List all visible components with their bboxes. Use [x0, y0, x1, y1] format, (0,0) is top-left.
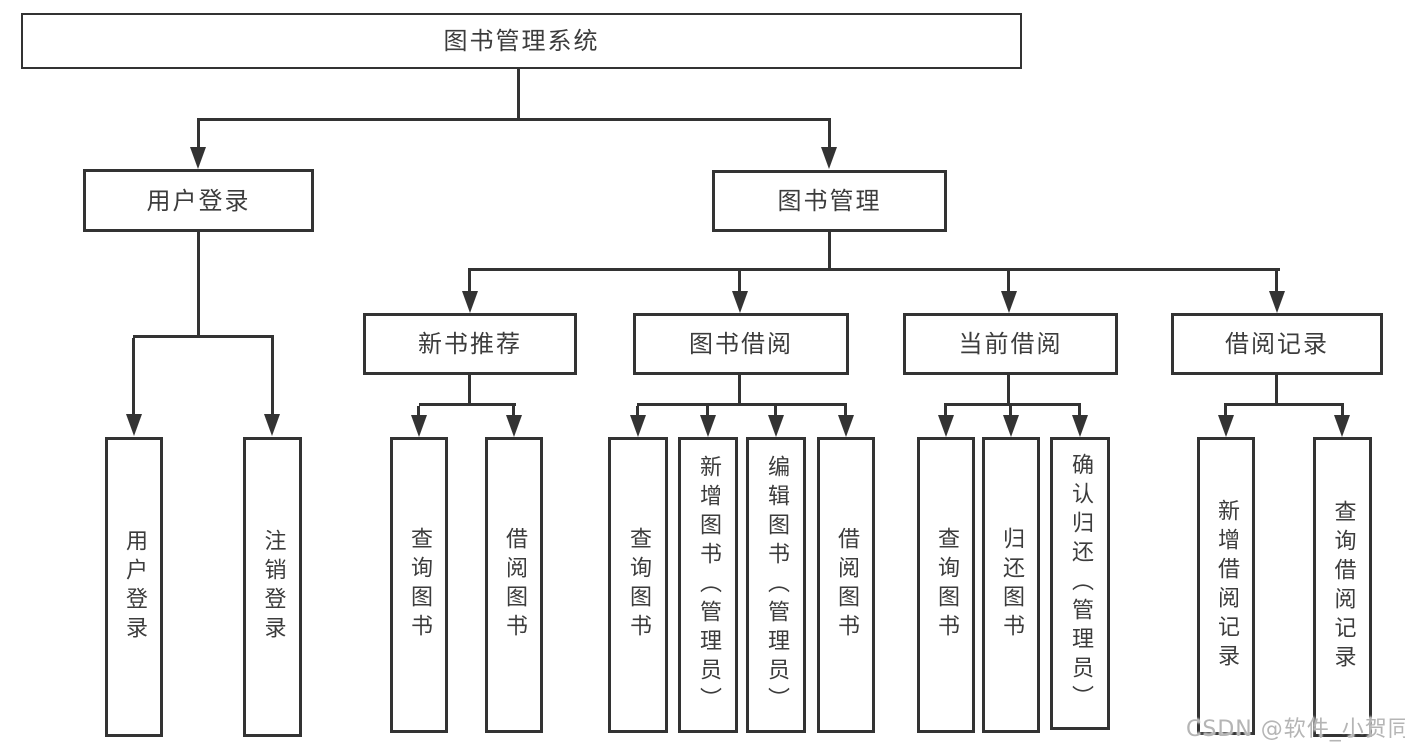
connector-line [1275, 271, 1278, 292]
node-borrow-records: 借阅记录 [1171, 313, 1383, 375]
arrow-down-icon [264, 414, 280, 436]
connector-line [828, 232, 831, 270]
arrow-down-icon [938, 415, 954, 437]
leaf-add-borrow-record: 新增借阅记录 [1197, 437, 1255, 735]
connector-line [197, 232, 200, 337]
connector-line [512, 406, 515, 417]
connector-line [636, 406, 639, 417]
node-label: 查询图书 [407, 527, 432, 643]
node-label: 图书管理 [777, 187, 882, 215]
arrow-down-icon [1334, 415, 1350, 437]
leaf-query-borrow-record: 查询借阅记录 [1313, 437, 1372, 737]
node-label: 归还图书 [999, 527, 1024, 643]
leaf-query-books-current: 查询图书 [917, 437, 975, 733]
connector-line [133, 335, 274, 338]
node-new-book-recommend: 新书推荐 [363, 313, 577, 375]
connector-line [271, 338, 274, 415]
arrow-down-icon [768, 415, 784, 437]
arrow-down-icon [506, 415, 522, 437]
leaf-add-book-admin: 新增图书（管理员） [678, 437, 738, 733]
connector-line [197, 121, 200, 148]
node-book-borrow: 图书借阅 [633, 313, 849, 375]
connector-line [774, 406, 777, 417]
connector-line [637, 403, 847, 406]
node-label: 注销登录 [260, 529, 286, 645]
connector-line [1224, 406, 1227, 417]
leaf-edit-book-admin: 编辑图书（管理员） [746, 437, 806, 733]
connector-line [132, 338, 135, 415]
connector-line [844, 406, 847, 417]
arrow-down-icon [1003, 415, 1019, 437]
node-label: 图书借阅 [689, 330, 793, 358]
watermark: CSDN @软件_小贺同学 [1186, 717, 1405, 742]
node-label: 用户登录 [146, 186, 251, 215]
arrow-down-icon [630, 415, 646, 437]
connector-line [517, 69, 520, 120]
connector-line [419, 403, 516, 406]
arrow-down-icon [732, 291, 748, 313]
arrow-down-icon [462, 291, 478, 313]
connector-line [197, 118, 831, 121]
node-label: 查询图书 [934, 527, 959, 643]
arrow-down-icon [700, 415, 716, 437]
node-user-login: 用户登录 [83, 169, 314, 232]
node-label: 用户登录 [122, 529, 147, 645]
arrow-down-icon [1269, 291, 1285, 313]
arrow-down-icon [190, 147, 206, 169]
connector-line [944, 403, 1081, 406]
connector-line [468, 271, 471, 292]
node-label: 编辑图书（管理员） [764, 454, 789, 716]
node-label: 新书推荐 [418, 330, 522, 358]
node-label: 借阅图书 [834, 527, 859, 643]
leaf-logout: 注销登录 [243, 437, 302, 737]
connector-line [417, 406, 420, 417]
arrow-down-icon [821, 147, 837, 169]
node-label: 新增图书（管理员） [696, 454, 721, 716]
leaf-query-books-borrow: 查询图书 [608, 437, 668, 733]
leaf-return-book: 归还图书 [982, 437, 1040, 733]
connector-line [706, 406, 709, 417]
leaf-borrow-books: 借阅图书 [817, 437, 875, 733]
connector-line [1341, 406, 1344, 417]
connector-line [1275, 375, 1278, 405]
connector-line [738, 271, 741, 292]
leaf-confirm-return-admin: 确认归还（管理员） [1050, 437, 1110, 730]
arrow-down-icon [838, 415, 854, 437]
connector-line [828, 121, 831, 148]
connector-line [1007, 271, 1010, 292]
node-current-borrow: 当前借阅 [903, 313, 1118, 375]
node-label: 确认归还（管理员） [1068, 453, 1093, 714]
node-library-management-system: 图书管理系统 [21, 13, 1022, 69]
node-label: 当前借阅 [958, 330, 1063, 358]
connector-line [1224, 403, 1344, 406]
arrow-down-icon [1001, 291, 1017, 313]
node-label: 查询借阅记录 [1330, 500, 1356, 674]
connector-line [468, 268, 1280, 271]
connector-line [1009, 406, 1012, 417]
node-book-management: 图书管理 [712, 170, 947, 232]
connector-line [738, 375, 741, 405]
node-label: 查询图书 [626, 527, 651, 643]
node-label: 图书管理系统 [443, 27, 600, 55]
leaf-borrow-books-recommend: 借阅图书 [485, 437, 543, 733]
arrow-down-icon [411, 415, 427, 437]
node-label: 借阅记录 [1225, 330, 1329, 358]
leaf-query-books-recommend: 查询图书 [390, 437, 448, 733]
node-label: 新增借阅记录 [1214, 499, 1239, 673]
connector-line [944, 406, 947, 417]
arrow-down-icon [1072, 415, 1088, 437]
connector-line [468, 375, 471, 405]
connector-line [1078, 406, 1081, 417]
connector-line [1007, 375, 1010, 405]
arrow-down-icon [126, 414, 142, 436]
arrow-down-icon [1218, 415, 1234, 437]
node-label: 借阅图书 [502, 527, 527, 643]
leaf-user-login: 用户登录 [105, 437, 163, 737]
